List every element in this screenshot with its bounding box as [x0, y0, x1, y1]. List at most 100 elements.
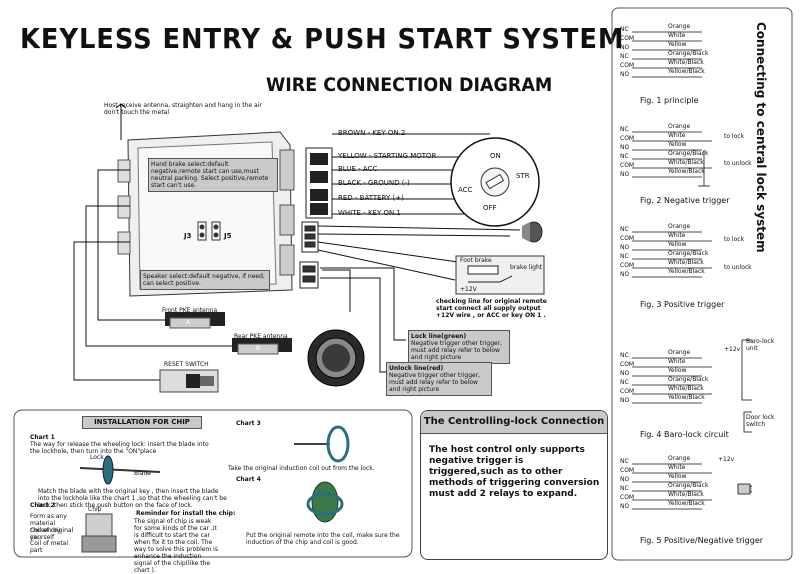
fig4-wire-label: Yellow	[668, 367, 687, 374]
chart1-label: Chart 1	[30, 434, 55, 441]
chart2-label: Chart 2	[30, 502, 55, 509]
fig2-terminal: NO	[620, 144, 630, 151]
fig4-wire-label: Orange	[668, 349, 691, 356]
chip-label: Chip	[88, 506, 102, 513]
fig5-wire-label: Yellow/Black	[668, 500, 705, 507]
fig1-terminal: NO	[620, 71, 630, 78]
chip-label-3: Coil of metal part	[30, 540, 69, 554]
chart3-label: Chart 3	[236, 420, 261, 427]
reset-switch-body	[159, 369, 219, 393]
fig2-wire-label: White	[668, 132, 686, 139]
wire-black: BLACK - GROUND (-)	[338, 179, 410, 187]
jumper-j3	[197, 221, 207, 241]
fig4-terminal: NO	[620, 397, 630, 404]
fig2-wire-label: Orange/Black	[668, 150, 709, 157]
jumper-j5	[211, 221, 221, 241]
fig3-wire-label: White/Black	[668, 259, 704, 266]
fig2-wires	[632, 131, 712, 187]
wire-white: WHITE - KEY ON.1	[338, 209, 401, 217]
install-panel-border	[13, 409, 413, 558]
fig2-terminal: COM	[620, 135, 635, 142]
power-wires	[332, 133, 490, 215]
front-antenna-body	[165, 312, 225, 329]
jumper-j5-label: J5	[224, 232, 232, 240]
signal-connector-1	[301, 221, 319, 253]
fig3-wire-label: Yellow/Black	[668, 268, 705, 275]
fig2-output-label: to lock	[724, 133, 745, 140]
side-title: Connecting to central lock system	[754, 22, 768, 253]
fig2-wire-label: White/Black	[668, 159, 704, 166]
foot-brake-switch	[467, 265, 513, 283]
fig4-output-label: Door lock switch	[746, 414, 775, 428]
fig1-terminal: NC	[620, 26, 629, 33]
ignition-switch	[450, 137, 540, 227]
rear-antenna-body	[232, 338, 292, 355]
antenna-note: Host receive antenna, straighten and han…	[104, 102, 262, 116]
fig4-terminal: COM	[620, 388, 635, 395]
reminder-text: The signal of chip is weak for some kind…	[134, 518, 218, 574]
fig5-wires	[632, 463, 752, 510]
fig1-caption: Fig. 1 principle	[640, 96, 699, 105]
wire-red: RED - BATTERY (+)	[338, 194, 404, 202]
jumper-j3-label: J3	[184, 232, 192, 240]
fig2-wire-label: Yellow/Black	[668, 168, 705, 175]
fig2-wire-label: Orange	[668, 123, 691, 130]
fig2-terminal: COM	[620, 162, 635, 169]
central-lock-panel: The Centrolling-lock Connection The host…	[420, 410, 608, 560]
wire-brown: BROWN - KEY ON.2	[338, 129, 406, 137]
fig1-wire-label: Orange	[668, 23, 691, 30]
fig4-terminal: NO	[620, 370, 630, 377]
fig3-terminal: COM	[620, 262, 635, 269]
fig3-terminal: NC	[620, 226, 629, 233]
fig3-wire-label: White	[668, 232, 686, 239]
chart1-bottom: Match the blade with the original key , …	[38, 488, 227, 509]
foot-brake-box	[455, 255, 545, 295]
fig5-wire-label: White/Black	[668, 491, 704, 498]
fig5-terminal: COM	[620, 467, 635, 474]
fig4-wire-label: Yellow/Black	[668, 394, 705, 401]
fig1-wire-label: White/Black	[668, 59, 704, 66]
rear-antenna-tag: B	[256, 345, 261, 352]
power-connector	[305, 147, 333, 219]
fig4-terminal: COM	[620, 361, 635, 368]
lock-label: Lock	[90, 454, 104, 461]
speaker-note: Speaker select:default negative, if need…	[140, 270, 270, 290]
fig5-caption: Fig. 5 Positive/Negative trigger	[640, 536, 764, 545]
chart1-illustration	[79, 455, 161, 485]
fig3-wire-label: Yellow	[668, 241, 687, 248]
fig4-wires	[632, 339, 752, 433]
fig5-terminal: NO	[620, 503, 630, 510]
reminder-title: Reminder for install the chip:	[136, 510, 236, 517]
fig1-terminal: NO	[620, 44, 630, 51]
fig5-terminal: COM	[620, 494, 635, 501]
fig4-terminal: NC	[620, 352, 629, 359]
ignition-on: ON	[490, 152, 501, 160]
ignition-str: STR	[516, 172, 530, 180]
front-antenna-label: Front PKE antenna	[162, 307, 218, 314]
fig2-caption: Fig. 2 Negative trigger	[640, 196, 730, 205]
central-lock-title: The Centrolling-lock Connection	[421, 411, 607, 434]
front-antenna-tag: A	[186, 319, 191, 326]
chart2-illustration	[81, 513, 117, 553]
brake-light-bulb	[522, 221, 543, 243]
fig2-terminal: NC	[620, 126, 629, 133]
checking-line-note: checking line for original remote start …	[436, 298, 547, 319]
central-lock-body: The host control only supports negative …	[429, 445, 600, 499]
relay-figures	[632, 31, 752, 510]
fig4-terminal: NC	[620, 379, 629, 386]
fig3-terminal: COM	[620, 235, 635, 242]
fig2-terminal: NC	[620, 153, 629, 160]
wire-blue: BLUE - ACC	[338, 165, 378, 173]
chart4-illustration	[306, 481, 344, 523]
push-start-button	[307, 329, 365, 387]
fig5-terminal: NC	[620, 458, 629, 465]
chart4-text: Put the original remote into the coil, m…	[246, 532, 400, 546]
fig1-wire-label: Orange/Black	[668, 50, 709, 57]
chip-label-1: Form as any material chosen by yourself	[30, 513, 67, 541]
hand-brake-note: Hand brake select:default negative,remot…	[148, 158, 278, 192]
brake-light-label: brake light	[510, 264, 543, 271]
chart3-illustration	[294, 425, 350, 463]
wire-yellow: YELLOW - STARTING MOTOR	[338, 152, 437, 160]
reset-switch-label: RESET SWITCH	[164, 361, 209, 368]
ignition-acc: ACC	[458, 186, 473, 194]
